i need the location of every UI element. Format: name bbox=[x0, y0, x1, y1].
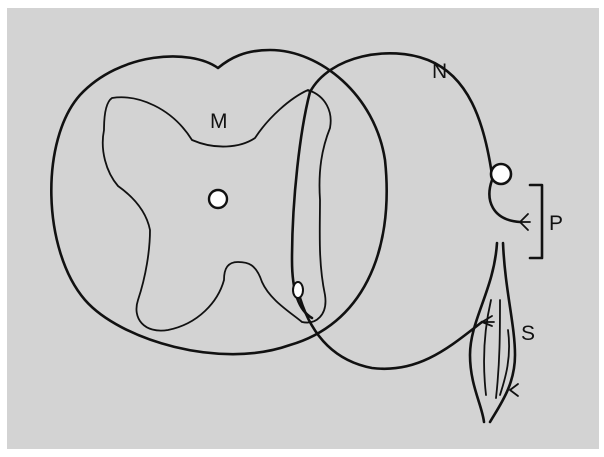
label-n: N bbox=[432, 60, 447, 83]
label-s: S bbox=[521, 322, 535, 345]
label-p: P bbox=[549, 212, 563, 235]
motor-neuron-body bbox=[293, 282, 303, 298]
ganglion-cell bbox=[491, 164, 511, 184]
label-m: M bbox=[210, 110, 228, 133]
central-canal bbox=[209, 190, 227, 208]
